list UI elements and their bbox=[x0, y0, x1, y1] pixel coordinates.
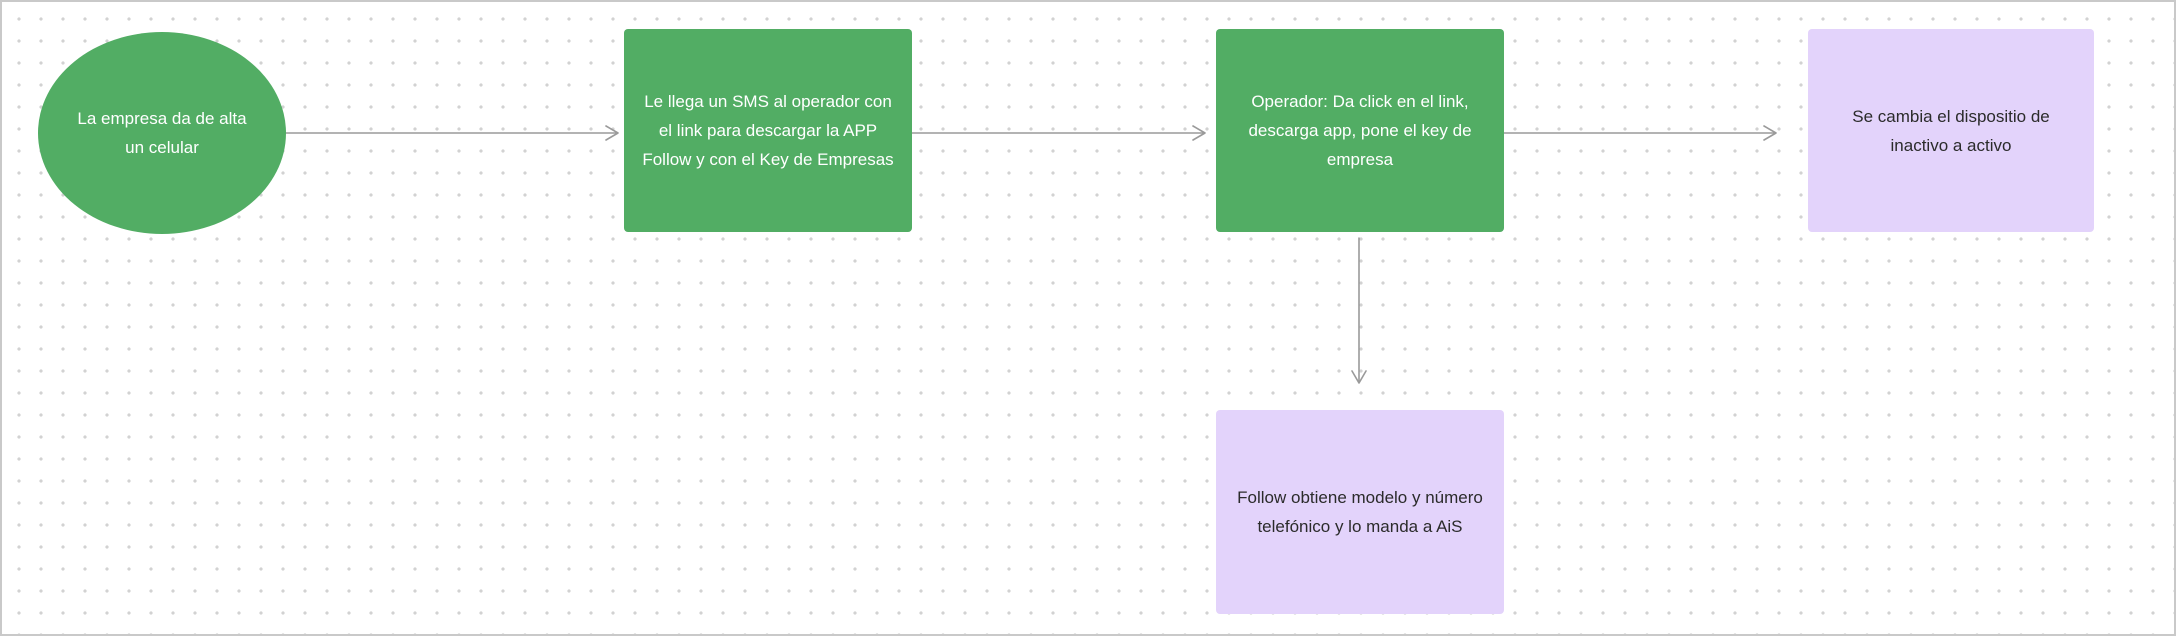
sms-process-node[interactable]: Le llega un SMS al operador con el link … bbox=[624, 29, 912, 232]
device-status-node[interactable]: Se cambia el dispositio de inactivo a ac… bbox=[1808, 29, 2094, 232]
arrow-sms-to-operator bbox=[911, 125, 1206, 141]
start-node-label: La empresa da de alta un celular bbox=[77, 109, 247, 157]
follow-node[interactable]: Follow obtiene modelo y número telefónic… bbox=[1216, 410, 1504, 614]
start-node[interactable]: La empresa da de alta un celular bbox=[38, 32, 286, 234]
operator-process-label: Operador: Da click en el link, descarga … bbox=[1248, 92, 1472, 169]
device-status-label: Se cambia el dispositio de inactivo a ac… bbox=[1852, 106, 2050, 155]
arrow-operator-to-follow bbox=[1351, 237, 1367, 384]
arrow-operator-to-device bbox=[1503, 125, 1777, 141]
sms-process-label: Le llega un SMS al operador con el link … bbox=[642, 92, 894, 169]
operator-process-node[interactable]: Operador: Da click en el link, descarga … bbox=[1216, 29, 1504, 232]
follow-node-label: Follow obtiene modelo y número telefónic… bbox=[1237, 488, 1483, 536]
arrow-start-to-sms bbox=[285, 125, 619, 141]
